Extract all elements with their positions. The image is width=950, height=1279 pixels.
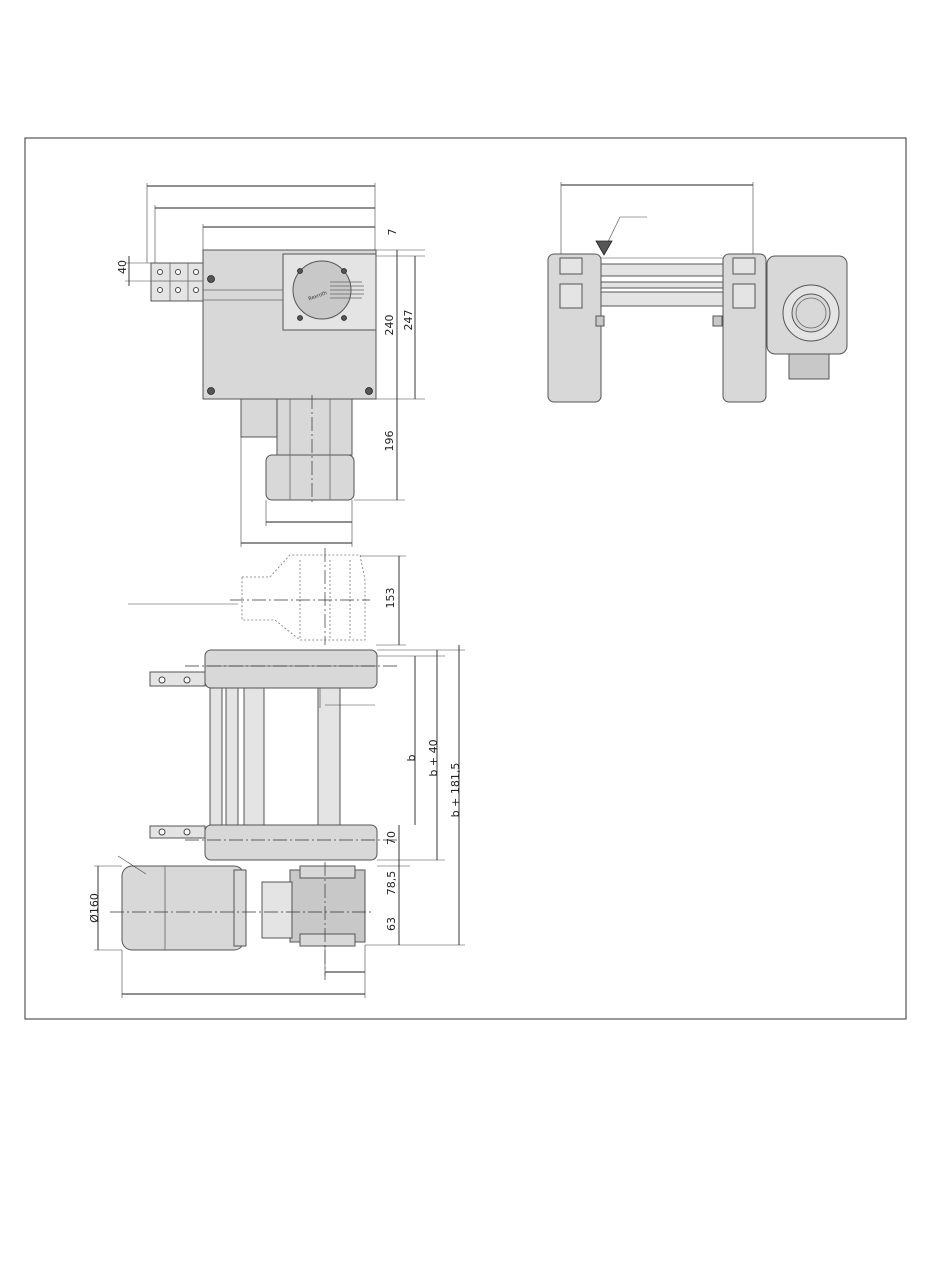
dim-b-plus-181-5: b + 181,5 — [449, 763, 462, 818]
gearbox-body — [277, 399, 352, 455]
profile-rail-1 — [210, 688, 222, 825]
mounting-bracket — [151, 263, 205, 301]
rail-middle — [585, 282, 730, 288]
side-plate-left — [548, 254, 601, 402]
dim-78-5: 78,5 — [385, 871, 398, 896]
dim-63: 63 — [385, 917, 398, 931]
dim-b-plus-40: b + 40 — [427, 739, 440, 776]
alternate-motor-outline — [242, 555, 365, 640]
drive-motor-top-view — [122, 866, 244, 950]
dim-diameter-160: Ø160 — [88, 893, 101, 923]
dim-7: 7 — [386, 229, 399, 236]
profile-rail-4 — [318, 688, 340, 825]
dim-196: 196 — [383, 431, 396, 452]
dim-240: 240 — [383, 315, 396, 336]
crossbeam-top — [205, 650, 377, 688]
dim-247: 247 — [402, 310, 415, 331]
rail-top — [585, 264, 730, 276]
profile-rail-2 — [226, 688, 238, 825]
rail-bottom — [585, 292, 730, 306]
reference-arrow — [596, 241, 612, 255]
gearbox-flange — [241, 399, 277, 437]
side-plate-right — [723, 254, 766, 402]
gearbox-top-view — [290, 870, 365, 942]
dim-70: 70 — [385, 831, 398, 845]
dim-b: b — [405, 754, 418, 761]
dim-40: 40 — [116, 260, 129, 274]
top-view-conveyor: 153 — [88, 548, 465, 998]
front-view-conveyor — [548, 182, 847, 402]
profile-rail-3 — [244, 688, 264, 825]
drive-motor — [266, 455, 354, 500]
side-view-motor-unit: Rexroth 40 7 240 247 196 — [116, 183, 425, 547]
dim-153: 153 — [384, 588, 397, 609]
crossbeam-bottom — [205, 825, 377, 860]
